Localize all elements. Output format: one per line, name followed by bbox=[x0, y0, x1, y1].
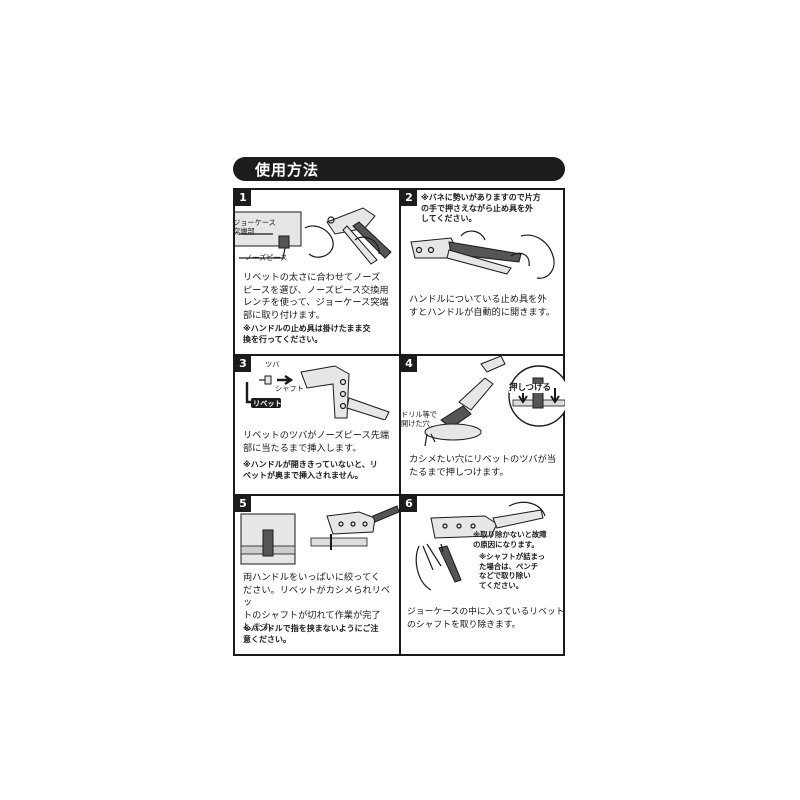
step-note-b: ※シャフトが詰まっ た場合は、ペンチ などで取り除い てください。 bbox=[479, 552, 546, 590]
step-6-illustration bbox=[415, 501, 546, 591]
section-title: 使用方法 bbox=[255, 161, 320, 179]
callout-hole: ドリル等で 開けた穴 bbox=[401, 410, 437, 428]
step-number: 5 bbox=[235, 496, 251, 512]
step-3-illustration bbox=[245, 365, 390, 420]
step-text: ジョーケースの中に入っているリベット のシャフトを取り除きます。 bbox=[407, 607, 565, 630]
step-text: カシメたい穴にリベットのツバが当 たるまで押しつけます。 bbox=[409, 454, 556, 478]
step-panel-5: 5 両ハンドルをいっぱいに絞ってく ださい。リベットがカシメられリベッ トのシャ… bbox=[235, 496, 399, 656]
step-2-illustration bbox=[410, 230, 555, 279]
step-note: ※ハンドルの止め具は掛けたまま交 換を行ってください。 bbox=[243, 324, 371, 344]
step-number: 1 bbox=[235, 190, 251, 206]
step-panel-2: 2 ※バネに勢いがありますので片方 の手で押さえながら止め具を外 してください。… bbox=[401, 190, 565, 354]
step-number: 2 bbox=[401, 190, 417, 206]
step-text: リベットのツバがノーズピース先端 部に当たるまで挿入します。 bbox=[243, 430, 390, 454]
callout-press: 押しつける bbox=[509, 383, 551, 393]
step-note: ※ハンドルが開ききっていないと、リ ベットが奥まで挿入されません。 bbox=[243, 460, 378, 480]
step-1-illustration bbox=[235, 207, 392, 265]
step-number: 4 bbox=[401, 356, 417, 372]
step-note: ※バネに勢いがありますので片方 の手で押さえながら止め具を外 してください。 bbox=[421, 193, 541, 223]
step-panel-4: 4 押しつける ドリル等で 開けた穴 カシメたい穴にリベットのツバが当 たるまで… bbox=[401, 356, 565, 494]
callout-jaw-case: ジョーケース 突端部 bbox=[235, 218, 276, 236]
callout-rivet: リベット bbox=[253, 399, 282, 408]
step-number: 3 bbox=[235, 356, 251, 372]
step-text: リベットの太さに合わせてノーズ ピースを選び、ノーズピース交換用 レンチを使って… bbox=[243, 272, 389, 321]
step-note: ※ハンドルで指を挟まないようにご注 意ください。 bbox=[243, 624, 379, 644]
step-4-illustration bbox=[424, 356, 565, 447]
callout-nose-piece: ノーズピース bbox=[245, 253, 288, 262]
step-5-illustration bbox=[240, 505, 399, 565]
step-text: 両ハンドルをいっぱいに絞ってく ださい。リベットがカシメられリベッ トのシャフト… bbox=[243, 572, 390, 633]
step-panel-1: 1 ジョーケース 突端部 ノーズピース リベットの太さに合わせてノーズ ピースを… bbox=[235, 190, 399, 354]
step-panel-6: 6 ※取り除かないと故障 の原因になります。 ※シャフトが詰まっ た場合は、ペン… bbox=[401, 496, 565, 656]
callout-shaft: シャフト bbox=[275, 384, 304, 393]
grid-divider-row1 bbox=[235, 354, 563, 356]
step-panel-3: 3 ツバ シャフト リベット リベットのツバがノーズピース先端 部に当たるまで挿… bbox=[235, 356, 399, 494]
section-header: 使用方法 bbox=[233, 157, 565, 181]
grid-divider-row2 bbox=[235, 494, 563, 496]
step-note-a: ※取り除かないと故障 の原因になります。 bbox=[473, 530, 547, 549]
callout-flange: ツバ bbox=[265, 360, 280, 369]
step-number: 6 bbox=[401, 496, 417, 512]
step-text: ハンドルについている止め具を外 すとハンドルが自動的に開きます。 bbox=[409, 294, 556, 318]
grid-divider-vertical bbox=[399, 190, 401, 654]
steps-grid: 1 ジョーケース 突端部 ノーズピース リベットの太さに合わせてノーズ ピースを… bbox=[233, 188, 565, 656]
